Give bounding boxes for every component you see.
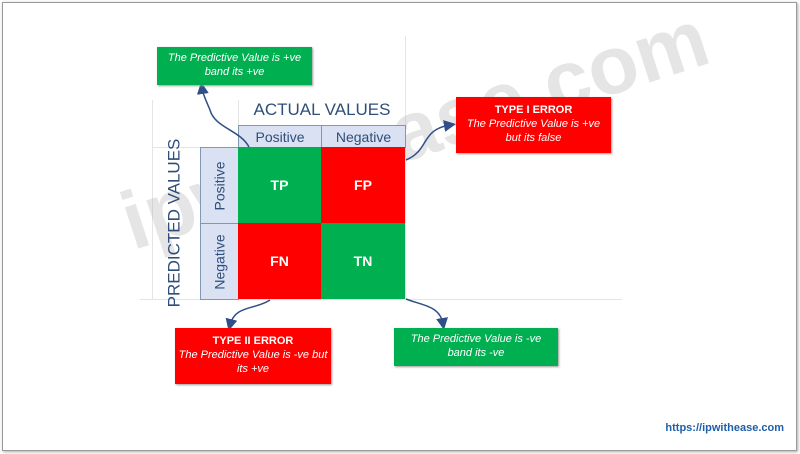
callout-text: but its false bbox=[505, 132, 562, 144]
grid-line bbox=[140, 299, 622, 300]
callout-text: band its +ve bbox=[204, 66, 265, 78]
callout-type-ii-error: TYPE II ERROR The Predictive Value is -v… bbox=[175, 328, 331, 384]
callout-text: its +ve bbox=[236, 363, 270, 375]
actual-negative-header: Negative bbox=[321, 125, 406, 148]
callout-text: The Predictive Value is -ve bbox=[410, 333, 542, 345]
grid-line bbox=[405, 36, 406, 300]
cell-fp: FP bbox=[321, 147, 405, 223]
callout-text: band its -ve bbox=[447, 347, 505, 359]
grid-line bbox=[152, 147, 238, 148]
callout-type-i-error: TYPE I ERROR The Predictive Value is +ve… bbox=[456, 97, 611, 153]
cell-fn: FN bbox=[238, 223, 321, 299]
arrow-fp bbox=[405, 120, 456, 161]
callout-tn: The Predictive Value is -ve band its -ve bbox=[394, 328, 558, 366]
grid-line bbox=[152, 100, 153, 300]
callout-text: The Predictive Value is +ve bbox=[167, 52, 302, 64]
footer-url[interactable]: https://ipwithease.com bbox=[665, 422, 784, 434]
callout-title: TYPE I ERROR bbox=[494, 104, 573, 116]
callout-title: TYPE II ERROR bbox=[212, 335, 294, 347]
actual-values-title: ACTUAL VALUES bbox=[253, 100, 391, 119]
cell-tn: TN bbox=[321, 223, 405, 299]
arrow-fn bbox=[225, 299, 271, 331]
callout-text: The Predictive Value is +ve bbox=[466, 118, 601, 130]
cell-tp: TP bbox=[238, 147, 321, 223]
arrow-tn bbox=[405, 298, 448, 330]
callout-tp: The Predictive Value is +ve band its +ve bbox=[157, 47, 312, 85]
actual-positive-header: Positive bbox=[238, 125, 322, 148]
arrow-tp bbox=[196, 82, 250, 148]
grid-line bbox=[238, 100, 239, 125]
callout-text: The Predictive Value is -ve but bbox=[178, 349, 328, 361]
